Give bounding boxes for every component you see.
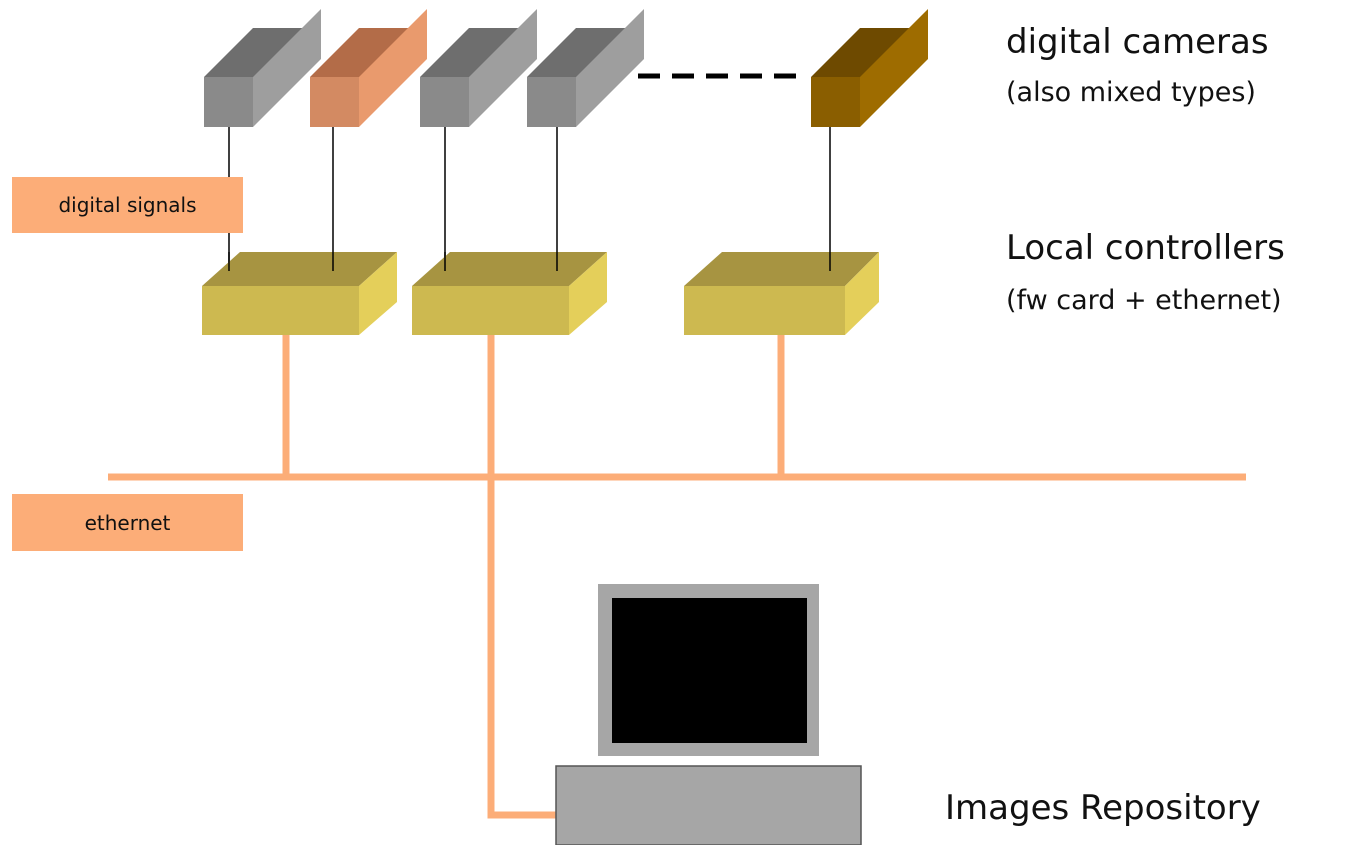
camera-signal-wires: [228, 127, 831, 271]
wire-terminals: [228, 252, 831, 271]
camera-icon: [204, 9, 321, 127]
controller-icon: [412, 252, 607, 335]
cameras-caption-title: digital cameras: [1006, 22, 1269, 62]
ethernet-network: [108, 335, 1246, 819]
controller-icon: [202, 252, 397, 335]
monitor-screen: [612, 598, 807, 743]
ethernet-label: ethernet: [12, 494, 243, 551]
computer-base: [555, 765, 862, 845]
camera-icon: [420, 9, 537, 127]
controller-icon: [684, 252, 879, 335]
camera-icon: [811, 9, 928, 127]
camera-icon: [527, 9, 644, 127]
digital-signals-label: digital signals: [12, 177, 243, 233]
cameras-caption-subtitle: (also mixed types): [1006, 77, 1256, 108]
controllers-caption-subtitle: (fw card + ethernet): [1006, 285, 1282, 316]
repository-link: [487, 335, 556, 819]
controllers-caption-title: Local controllers: [1006, 228, 1285, 268]
camera-icon: [310, 9, 427, 127]
computer-icon: [555, 584, 862, 845]
repository-caption: Images Repository: [945, 788, 1261, 828]
